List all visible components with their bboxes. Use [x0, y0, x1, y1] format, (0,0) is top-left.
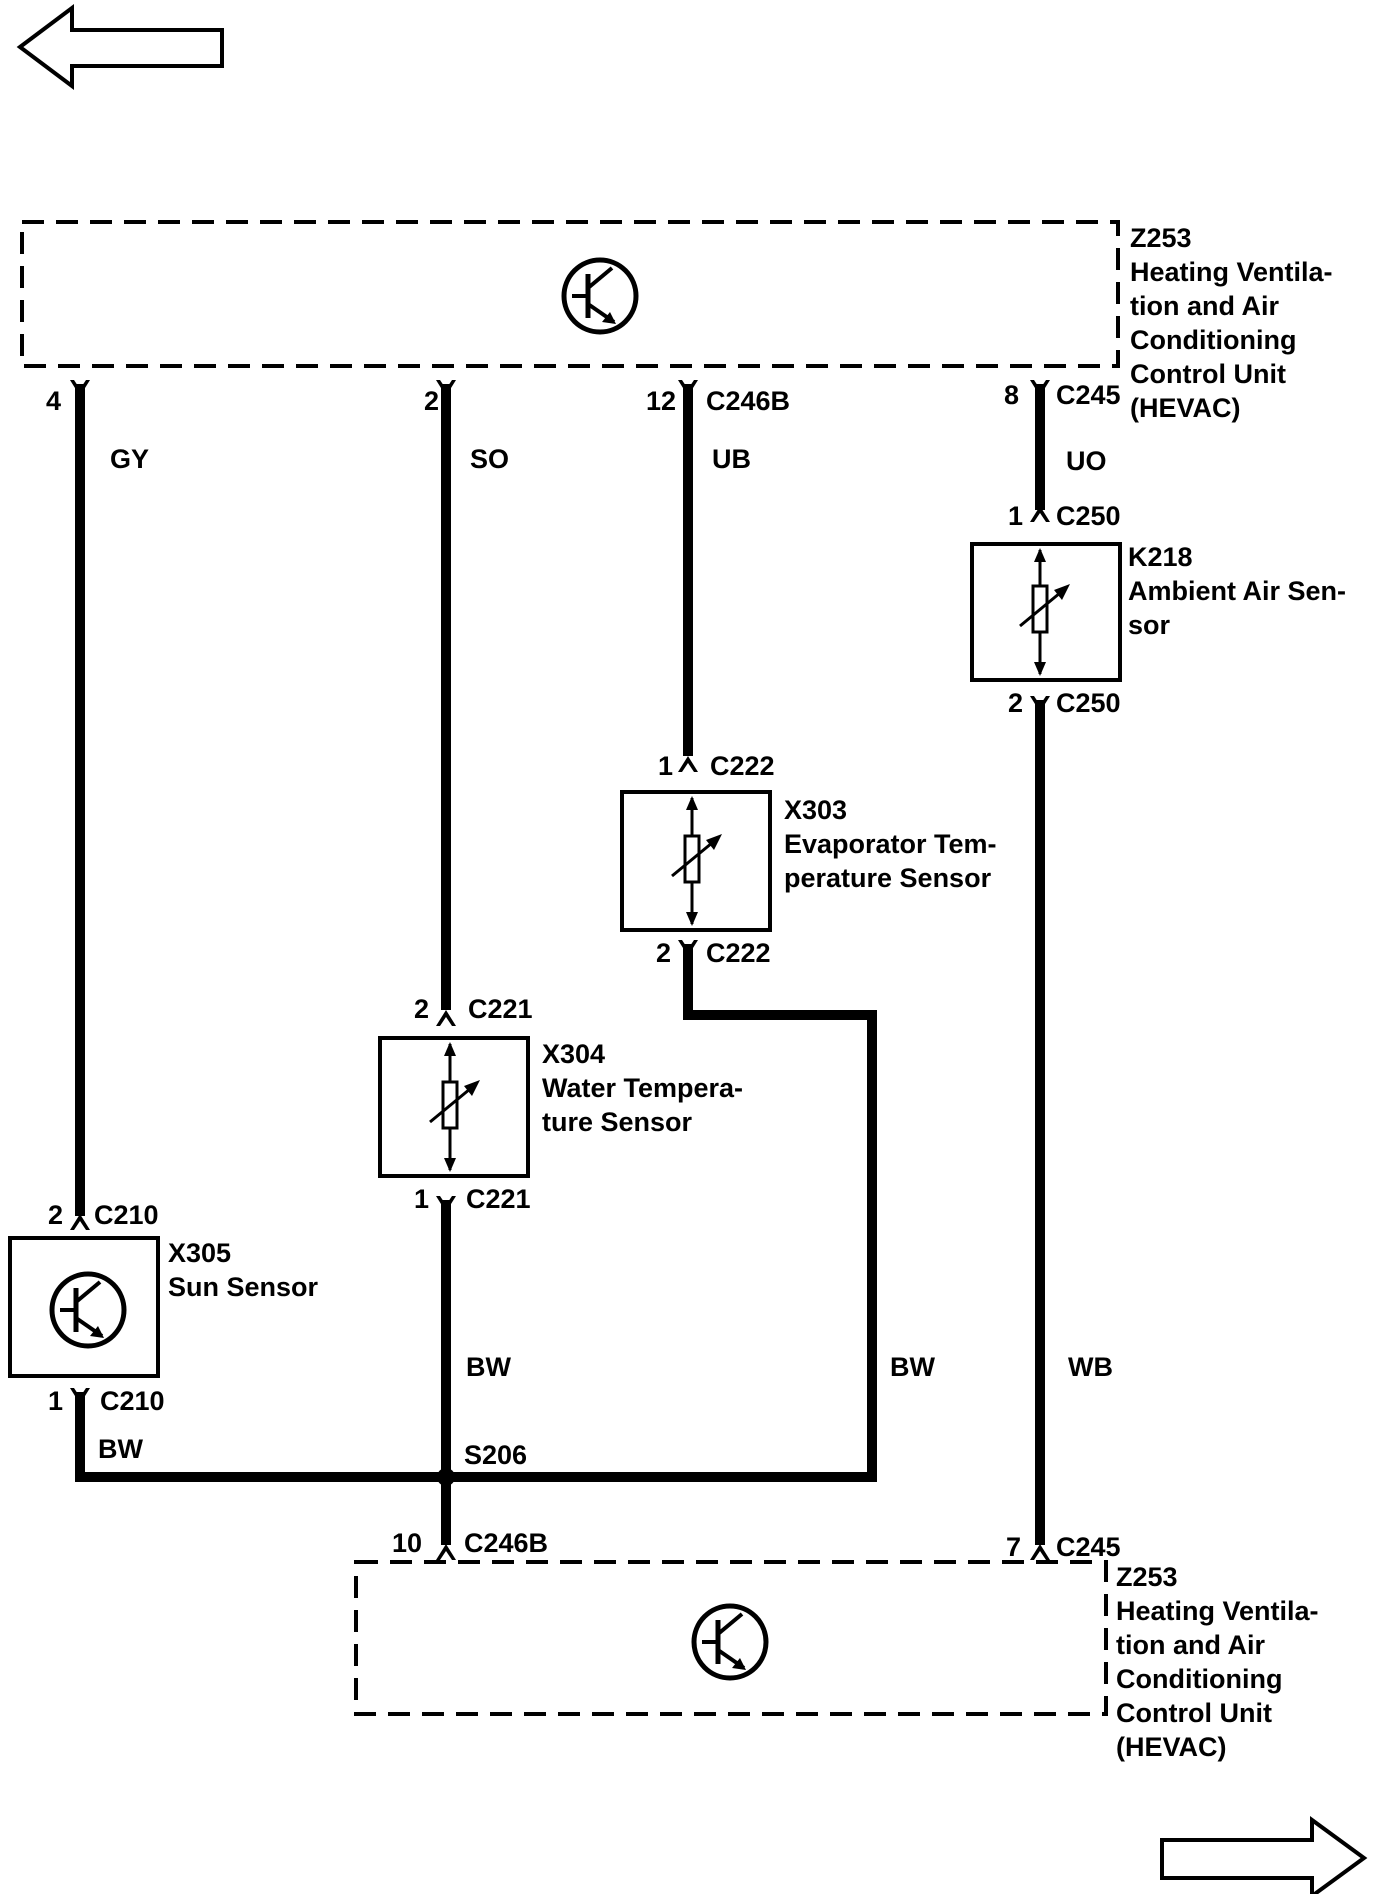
- hevac-bottom-name-1: Heating Ventila-: [1116, 1596, 1319, 1626]
- ambient-id: K218: [1128, 542, 1193, 572]
- hevac-bottom-name-4: Control Unit: [1116, 1698, 1272, 1728]
- wire-label-ub: UB: [712, 444, 751, 474]
- pin-ambient-in: 1: [1008, 501, 1023, 531]
- evaporator-temperature-sensor: [620, 790, 772, 932]
- conn-ambient-out: C250: [1056, 688, 1121, 718]
- conn-water-out: C221: [466, 1184, 531, 1214]
- wire-label-so: SO: [470, 444, 509, 474]
- pin-bottom-bw: 10: [392, 1528, 422, 1558]
- transistor-icon: [561, 257, 639, 335]
- hevac-bottom-name-2: tion and Air: [1116, 1630, 1265, 1660]
- pin-evap-out: 2: [656, 938, 671, 968]
- pin-sun-out: 1: [48, 1386, 63, 1416]
- conn-bottom-wb: C245: [1056, 1532, 1121, 1562]
- conn-top-uo: C245: [1056, 380, 1121, 410]
- thermistor-icon: [671, 796, 722, 926]
- pin-sun-in: 2: [48, 1200, 63, 1230]
- pin-top-ub: 12: [646, 386, 676, 416]
- hevac-bottom-name-3: Conditioning: [1116, 1664, 1282, 1694]
- water-temperature-sensor: [378, 1036, 530, 1178]
- conn-evap-out: C222: [706, 938, 771, 968]
- hevac-top-name-2: tion and Air: [1130, 291, 1279, 321]
- hevac-bottom-name-5: (HEVAC): [1116, 1732, 1227, 1762]
- water-name-1: Water Tempera-: [542, 1073, 743, 1103]
- right-arrow-icon[interactable]: [1160, 1816, 1368, 1894]
- ambient-air-sensor: [970, 542, 1122, 682]
- wire-label-bw-water: BW: [466, 1352, 511, 1382]
- evaporator-name-2: perature Sensor: [784, 863, 992, 893]
- pin-ambient-out: 2: [1008, 688, 1023, 718]
- pin-top-so: 2: [424, 386, 439, 416]
- wire-label-bw-evap: BW: [890, 1352, 935, 1382]
- hevac-module-bottom: Z253 Heating Ventila- tion and Air Condi…: [354, 1560, 1319, 1762]
- transistor-icon: [691, 1603, 769, 1681]
- wire-label-wb: WB: [1068, 1352, 1113, 1382]
- evaporator-id: X303: [784, 795, 847, 825]
- conn-sun-in: C210: [94, 1200, 159, 1230]
- water-name-2: ture Sensor: [542, 1107, 693, 1137]
- hevac-top-name-4: Control Unit: [1130, 359, 1286, 389]
- conn-water-in: C221: [468, 994, 533, 1024]
- sun-id: X305: [168, 1238, 231, 1268]
- conn-bottom-bw: C246B: [464, 1528, 548, 1558]
- pin-top-uo: 8: [1004, 380, 1019, 410]
- pin-markers: [70, 380, 1050, 1560]
- wire-bw-sun: [75, 1392, 446, 1482]
- pin-bottom-wb: 7: [1006, 1532, 1021, 1562]
- sun-sensor: [8, 1236, 160, 1378]
- evaporator-name-1: Evaporator Tem-: [784, 829, 997, 859]
- left-arrow-icon[interactable]: [16, 4, 224, 90]
- conn-sun-out: C210: [100, 1386, 165, 1416]
- thermistor-icon: [429, 1042, 480, 1172]
- pin-top-gy: 4: [46, 386, 61, 416]
- water-id: X304: [542, 1039, 605, 1069]
- transistor-icon: [49, 1271, 127, 1349]
- hevac-top-id: Z253: [1130, 223, 1192, 253]
- hevac-module-top: Z253 Heating Ventila- tion and Air Condi…: [20, 220, 1333, 423]
- wire-label-bw-sun: BW: [98, 1434, 143, 1464]
- splice-dot: [437, 1468, 455, 1486]
- splice-label: S206: [464, 1440, 527, 1470]
- hevac-top-name-1: Heating Ventila-: [1130, 257, 1333, 287]
- hevac-bottom-id: Z253: [1116, 1562, 1178, 1592]
- hevac-top-name-5: (HEVAC): [1130, 393, 1241, 423]
- ambient-name-2: sor: [1128, 610, 1171, 640]
- conn-ambient-in: C250: [1056, 501, 1121, 531]
- ambient-name-1: Ambient Air Sen-: [1128, 576, 1346, 606]
- wire-bw-evap: [446, 944, 877, 1482]
- pin-evap-in: 1: [658, 751, 673, 781]
- wire-label-gy: GY: [110, 444, 149, 474]
- conn-evap-in: C222: [710, 751, 775, 781]
- pin-water-in: 2: [414, 994, 429, 1024]
- wire-label-uo: UO: [1066, 446, 1107, 476]
- hevac-top-name-3: Conditioning: [1130, 325, 1296, 355]
- sun-name-1: Sun Sensor: [168, 1272, 319, 1302]
- pin-water-out: 1: [414, 1184, 429, 1214]
- conn-top-ub: C246B: [706, 386, 790, 416]
- thermistor-icon: [1019, 548, 1070, 676]
